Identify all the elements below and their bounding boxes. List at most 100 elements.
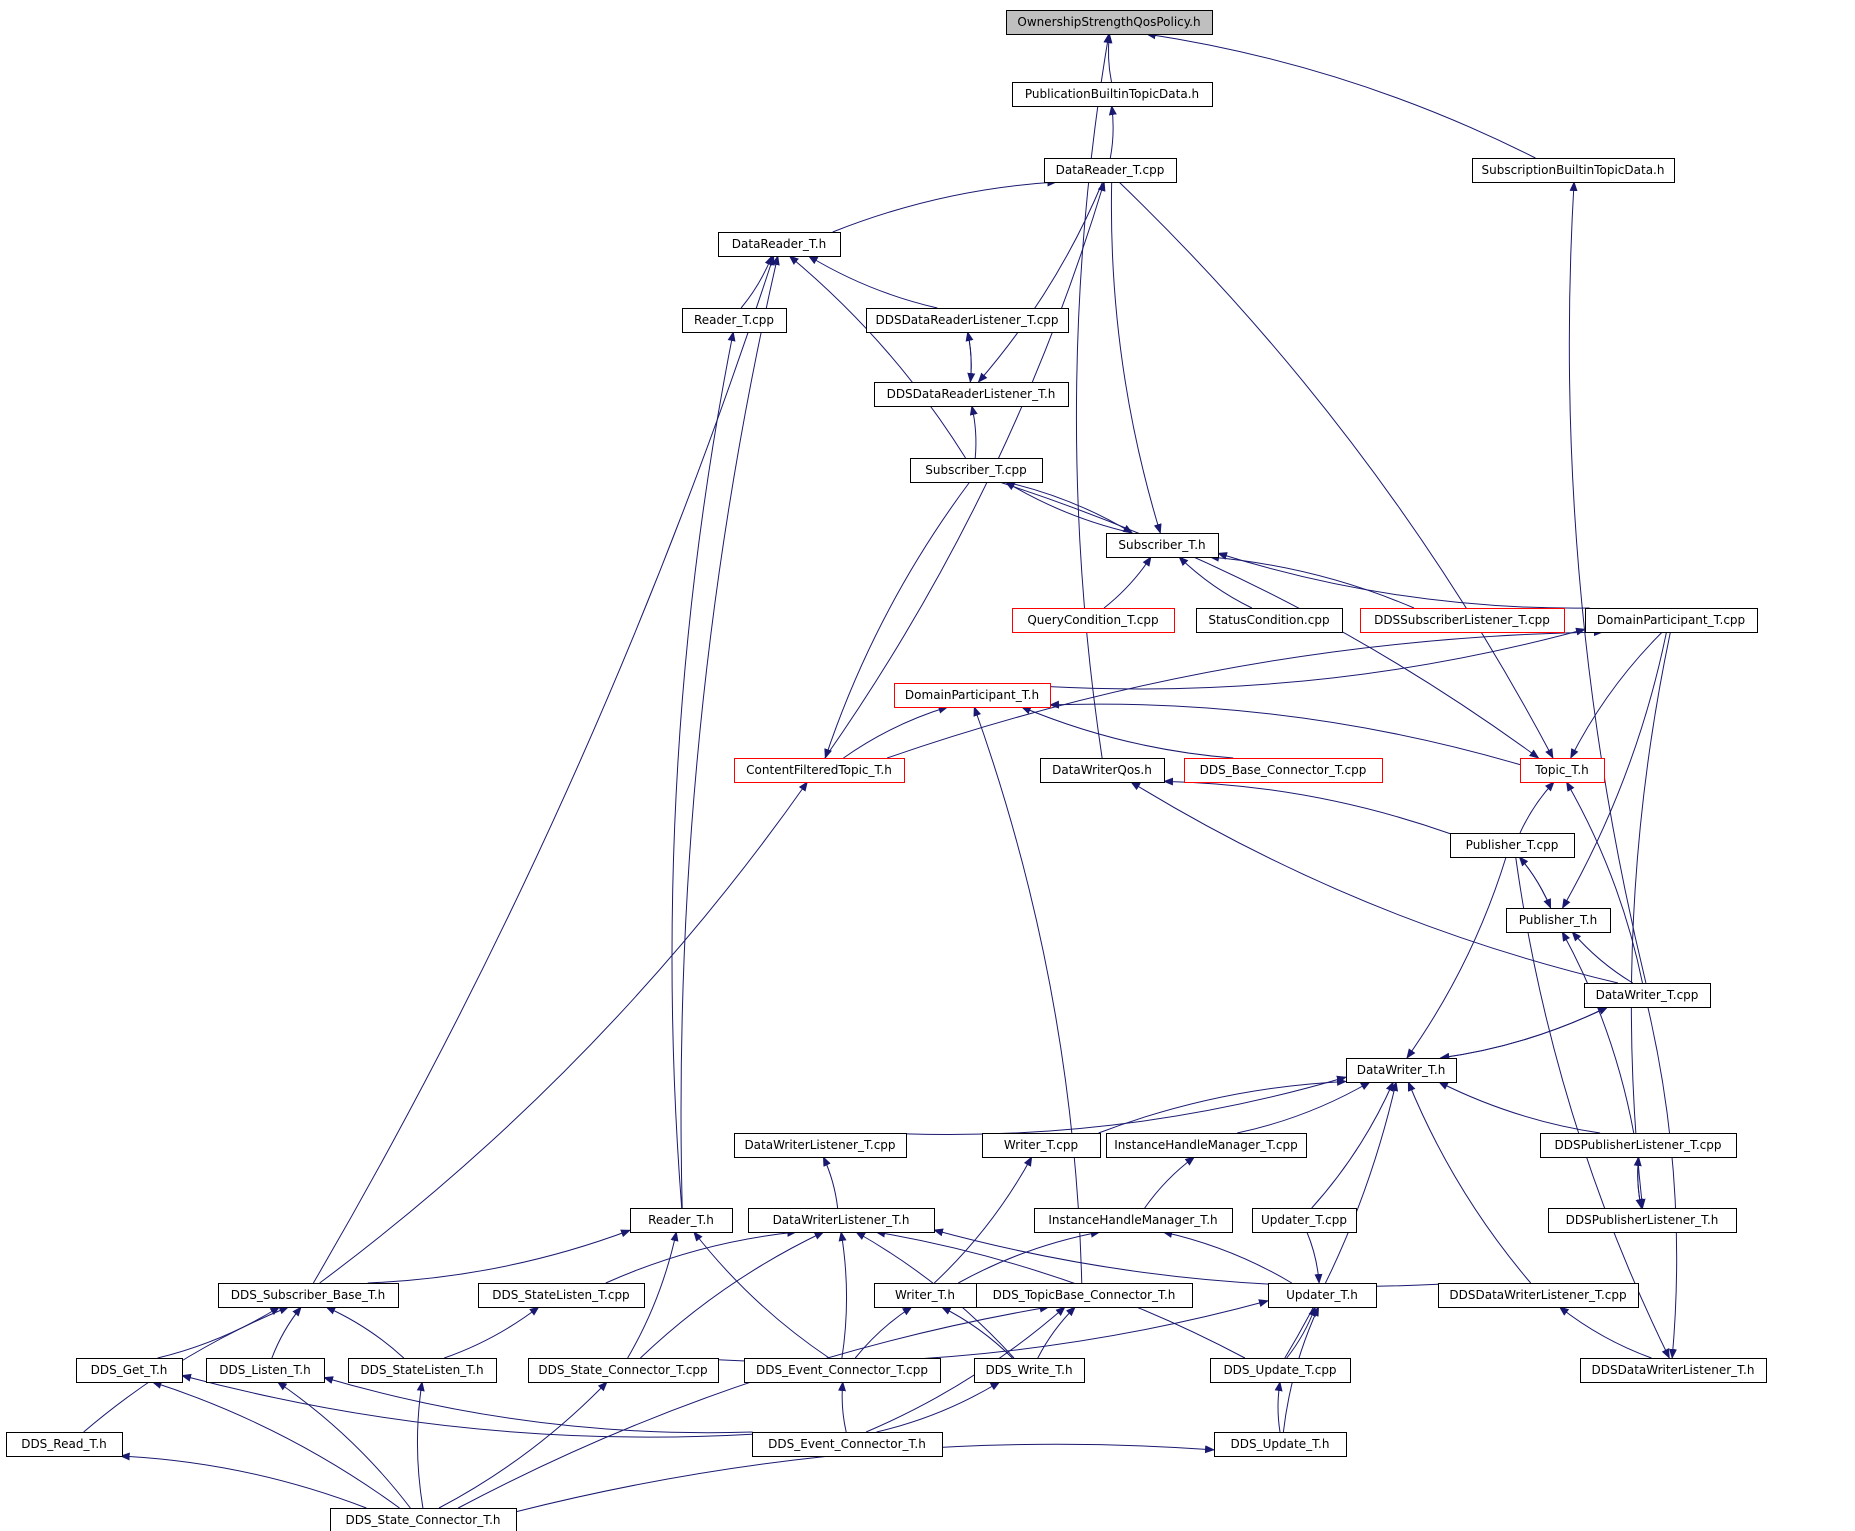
node-cft[interactable]: ContentFilteredTopic_T.h <box>734 758 905 783</box>
node-label: Publisher_T.h <box>1519 913 1597 927</box>
edge-dwrh-to-dtbc <box>1037 1306 1076 1359</box>
edge-ddwlc-to-dwh <box>1407 1081 1532 1284</box>
edge-dscc-to-uh <box>717 1299 1269 1363</box>
edge-wc-to-dwh <box>1098 1077 1347 1134</box>
node-dwrh[interactable]: DDS_Write_T.h <box>974 1358 1085 1383</box>
node-box <box>974 1358 1085 1383</box>
node-box <box>1438 1283 1639 1308</box>
node-dplc[interactable]: DDSPublisherListener_T.cpp <box>1540 1133 1737 1158</box>
node-label: DDS_Listen_T.h <box>219 1363 310 1377</box>
node-rh[interactable]: Reader_T.h <box>630 1208 733 1233</box>
edge-pc-to-th <box>1519 781 1555 834</box>
node-label: DataWriterListener_T.cpp <box>744 1138 895 1152</box>
edge-dwc-to-dwh <box>1439 1006 1608 1061</box>
node-rc[interactable]: Reader_T.cpp <box>682 308 787 333</box>
node-box <box>734 758 905 783</box>
node-label: DDS_TopicBase_Connector_T.h <box>993 1288 1176 1302</box>
node-label: DataWriter_T.cpp <box>1596 988 1699 1002</box>
node-dwlc[interactable]: DataWriterListener_T.cpp <box>734 1133 907 1158</box>
node-ddwlc[interactable]: DDSDataWriterListener_T.cpp <box>1438 1283 1639 1308</box>
node-wc[interactable]: Writer_T.cpp <box>982 1133 1101 1158</box>
node-ihmh[interactable]: InstanceHandleManager_T.h <box>1034 1208 1233 1233</box>
node-sh[interactable]: Subscriber_T.h <box>1106 533 1219 558</box>
edge-ddwlh-to-ddwlc <box>1558 1306 1652 1359</box>
node-dph[interactable]: DomainParticipant_T.h <box>894 683 1051 708</box>
node-label: DataWriterQos.h <box>1052 763 1152 777</box>
node-sb[interactable]: SubscriptionBuiltinTopicData.h <box>1472 158 1675 183</box>
edge-drc-to-pb <box>1108 105 1117 159</box>
node-decc[interactable]: DDS_Event_Connector_T.cpp <box>744 1358 941 1383</box>
node-dscc[interactable]: DDS_State_Connector_T.cpp <box>528 1358 719 1383</box>
node-dtbc[interactable]: DDS_TopicBase_Connector_T.h <box>976 1283 1193 1308</box>
edge-pc-to-ph <box>1518 856 1552 909</box>
node-wh[interactable]: Writer_T.h <box>874 1283 977 1308</box>
edge-drc-to-ddrlh <box>977 181 1104 383</box>
node-drc[interactable]: DataReader_T.cpp <box>1044 158 1177 183</box>
node-dwlh[interactable]: DataWriterListener_T.h <box>748 1208 935 1233</box>
node-ihmc[interactable]: InstanceHandleManager_T.cpp <box>1106 1133 1307 1158</box>
node-label: Writer_T.h <box>895 1288 955 1302</box>
node-dwq[interactable]: DataWriterQos.h <box>1040 758 1165 783</box>
node-ddwlh[interactable]: DDSDataWriterListener_T.h <box>1580 1358 1767 1383</box>
edge-rc-to-drh <box>740 255 773 309</box>
node-label: DDS_State_Connector_T.cpp <box>538 1363 707 1377</box>
node-label: DDS_Write_T.h <box>985 1363 1072 1377</box>
edge-dsch-to-dscc <box>438 1381 608 1509</box>
edge-dpc-to-sh <box>1217 552 1590 609</box>
edge-dplc-to-dwh <box>1438 1081 1601 1134</box>
node-label: DataWriter_T.h <box>1357 1063 1446 1077</box>
node-pc[interactable]: Publisher_T.cpp <box>1450 833 1575 858</box>
node-label: DDS_Event_Connector_T.cpp <box>756 1363 928 1377</box>
node-label: Subscriber_T.cpp <box>925 463 1026 477</box>
node-dpc[interactable]: DomainParticipant_T.cpp <box>1585 608 1758 633</box>
node-dslh[interactable]: DDS_StateListen_T.h <box>348 1358 497 1383</box>
node-uh[interactable]: Updater_T.h <box>1268 1283 1377 1308</box>
node-box <box>752 1432 943 1457</box>
node-dslc[interactable]: DDS_StateListen_T.cpp <box>478 1283 645 1308</box>
node-sc[interactable]: Subscriber_T.cpp <box>910 458 1043 483</box>
node-box <box>1585 608 1758 633</box>
node-ph[interactable]: Publisher_T.h <box>1506 908 1611 933</box>
node-duc[interactable]: DDS_Update_T.cpp <box>1210 1358 1351 1383</box>
node-dsbh[interactable]: DDS_Subscriber_Base_T.h <box>218 1283 399 1308</box>
node-box <box>218 1283 399 1308</box>
edge-dslc-to-dwlh <box>605 1228 798 1284</box>
node-dbc[interactable]: DDS_Base_Connector_T.cpp <box>1184 758 1383 783</box>
edge-dech-to-dwrh <box>876 1381 1001 1433</box>
node-box <box>1346 1058 1457 1083</box>
node-duh[interactable]: DDS_Update_T.h <box>1214 1432 1347 1457</box>
node-pb[interactable]: PublicationBuiltinTopicData.h <box>1012 82 1213 107</box>
node-box <box>682 308 787 333</box>
node-label: DataReader_T.h <box>732 237 826 251</box>
edge-ddrlc-to-ddrlh <box>967 331 976 383</box>
node-drdh[interactable]: DDS_Read_T.h <box>6 1432 123 1457</box>
node-qc[interactable]: QueryCondition_T.cpp <box>1012 608 1175 633</box>
node-dech[interactable]: DDS_Event_Connector_T.h <box>752 1432 943 1457</box>
node-dlh[interactable]: DDS_Listen_T.h <box>206 1358 325 1383</box>
node-dsl[interactable]: DDSSubscriberListener_T.cpp <box>1360 608 1565 633</box>
node-uc[interactable]: Updater_T.cpp <box>1252 1208 1357 1233</box>
node-dwc[interactable]: DataWriter_T.cpp <box>1584 983 1711 1008</box>
node-ddrlh[interactable]: DDSDataReaderListener_T.h <box>874 382 1069 407</box>
node-ddrlc[interactable]: DDSDataReaderListener_T.cpp <box>866 308 1069 333</box>
node-dplh[interactable]: DDSPublisherListener_T.h <box>1548 1208 1737 1233</box>
node-dsch[interactable]: DDS_State_Connector_T.h <box>330 1508 517 1531</box>
node-label: DDS_Get_T.h <box>91 1363 168 1377</box>
node-drh[interactable]: DataReader_T.h <box>718 232 841 257</box>
edge-dwc-to-ddwlh <box>1647 1006 1678 1359</box>
node-label: StatusCondition.cpp <box>1208 613 1329 627</box>
node-label: Reader_T.cpp <box>694 313 774 327</box>
node-dgh[interactable]: DDS_Get_T.h <box>76 1358 183 1383</box>
node-box <box>1472 158 1675 183</box>
node-dwh[interactable]: DataWriter_T.h <box>1346 1058 1457 1083</box>
edge-drh-to-drc <box>832 178 1058 233</box>
node-th[interactable]: Topic_T.h <box>1520 758 1605 783</box>
edge-dsch-to-dtbc <box>458 1304 1050 1509</box>
node-label: PublicationBuiltinTopicData.h <box>1025 87 1199 101</box>
edge-drc-to-sh <box>1110 181 1162 534</box>
node-label: InstanceHandleManager_T.h <box>1048 1213 1217 1227</box>
node-oq[interactable]: OwnershipStrengthQosPolicy.h <box>1006 10 1213 35</box>
edge-dwlc-to-dwh <box>905 1075 1347 1136</box>
node-stc[interactable]: StatusCondition.cpp <box>1196 608 1343 633</box>
edge-uh-to-ihmh <box>1162 1230 1293 1284</box>
